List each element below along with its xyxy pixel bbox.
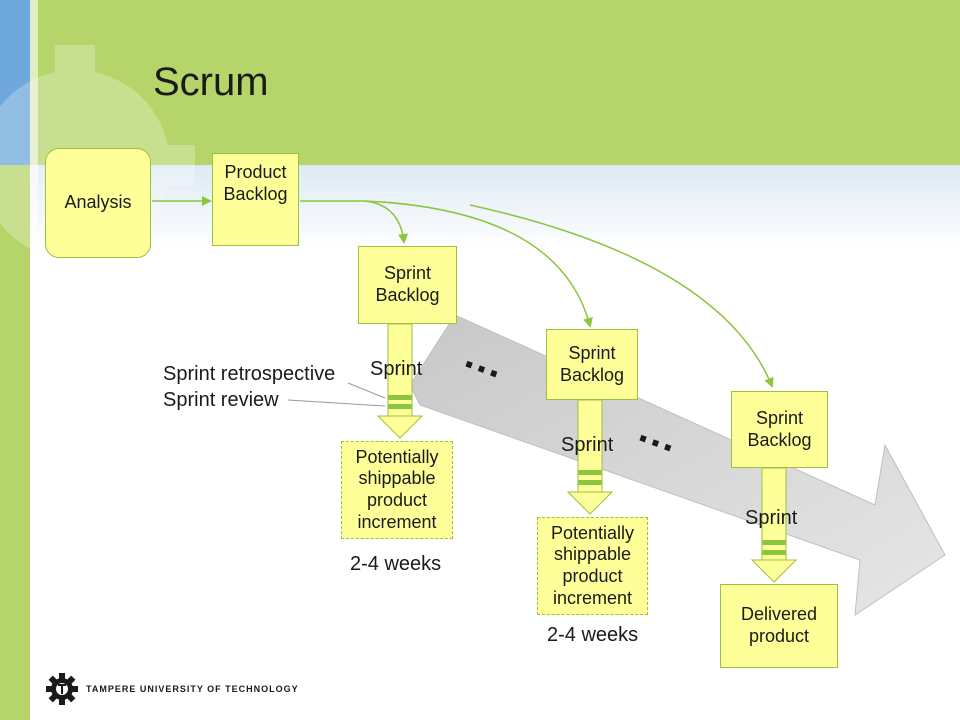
- delivered-product-node: Delivered product: [720, 584, 838, 668]
- sprint-3-label: Sprint: [745, 507, 798, 529]
- left-bar-blue: [0, 0, 30, 165]
- analysis-node: Analysis: [45, 148, 151, 258]
- review-label: Sprint review: [163, 389, 279, 411]
- footer-university: TAMPERE UNIVERSITY OF TECHNOLOGY: [86, 684, 299, 694]
- delivered-product-label: Delivered product: [740, 604, 818, 646]
- slide-title: Scrum: [153, 60, 269, 104]
- sprint-backlog-2-label: Sprint Backlog: [559, 342, 625, 385]
- sprint-2-label: Sprint: [561, 434, 614, 456]
- sprint-1-label: Sprint: [370, 358, 423, 380]
- sprint-arrow-2: [566, 399, 614, 515]
- sprint-arrow-1: [376, 323, 424, 439]
- analysis-label: Analysis: [64, 192, 132, 213]
- review-leader: [287, 399, 386, 407]
- sprint-backlog-3-node: Sprint Backlog: [731, 391, 828, 468]
- duration-1-label: 2-4 weeks: [350, 553, 442, 575]
- product-backlog-label: Product Backlog: [223, 162, 288, 204]
- tut-gear-logo: [46, 673, 78, 705]
- increment-2-node: Potentially shippable product increment: [537, 517, 648, 615]
- increment-1-label: Potentially shippable product increment: [355, 446, 439, 532]
- duration-2-label: 2-4 weeks: [547, 624, 639, 646]
- sprint-backlog-3-label: Sprint Backlog: [747, 407, 812, 450]
- retrospective-label: Sprint retrospective: [163, 363, 336, 385]
- header-band: [0, 0, 960, 165]
- connector-backlog-sprint3: [469, 204, 774, 388]
- connector-backlog-sprint2: [364, 200, 593, 328]
- increment-1-node: Potentially shippable product increment: [341, 441, 453, 539]
- retrospective-leader: [347, 382, 386, 399]
- sprint-backlog-1-label: Sprint Backlog: [375, 263, 440, 305]
- sprint-arrow-3: [750, 467, 798, 583]
- sprint-backlog-1-node: Sprint Backlog: [358, 246, 457, 324]
- product-backlog-node: Product Backlog: [212, 153, 299, 246]
- left-bar-green: [0, 165, 30, 720]
- sprint-backlog-2-node: Sprint Backlog: [546, 329, 638, 400]
- increment-2-label: Potentially shippable product increment: [550, 522, 635, 608]
